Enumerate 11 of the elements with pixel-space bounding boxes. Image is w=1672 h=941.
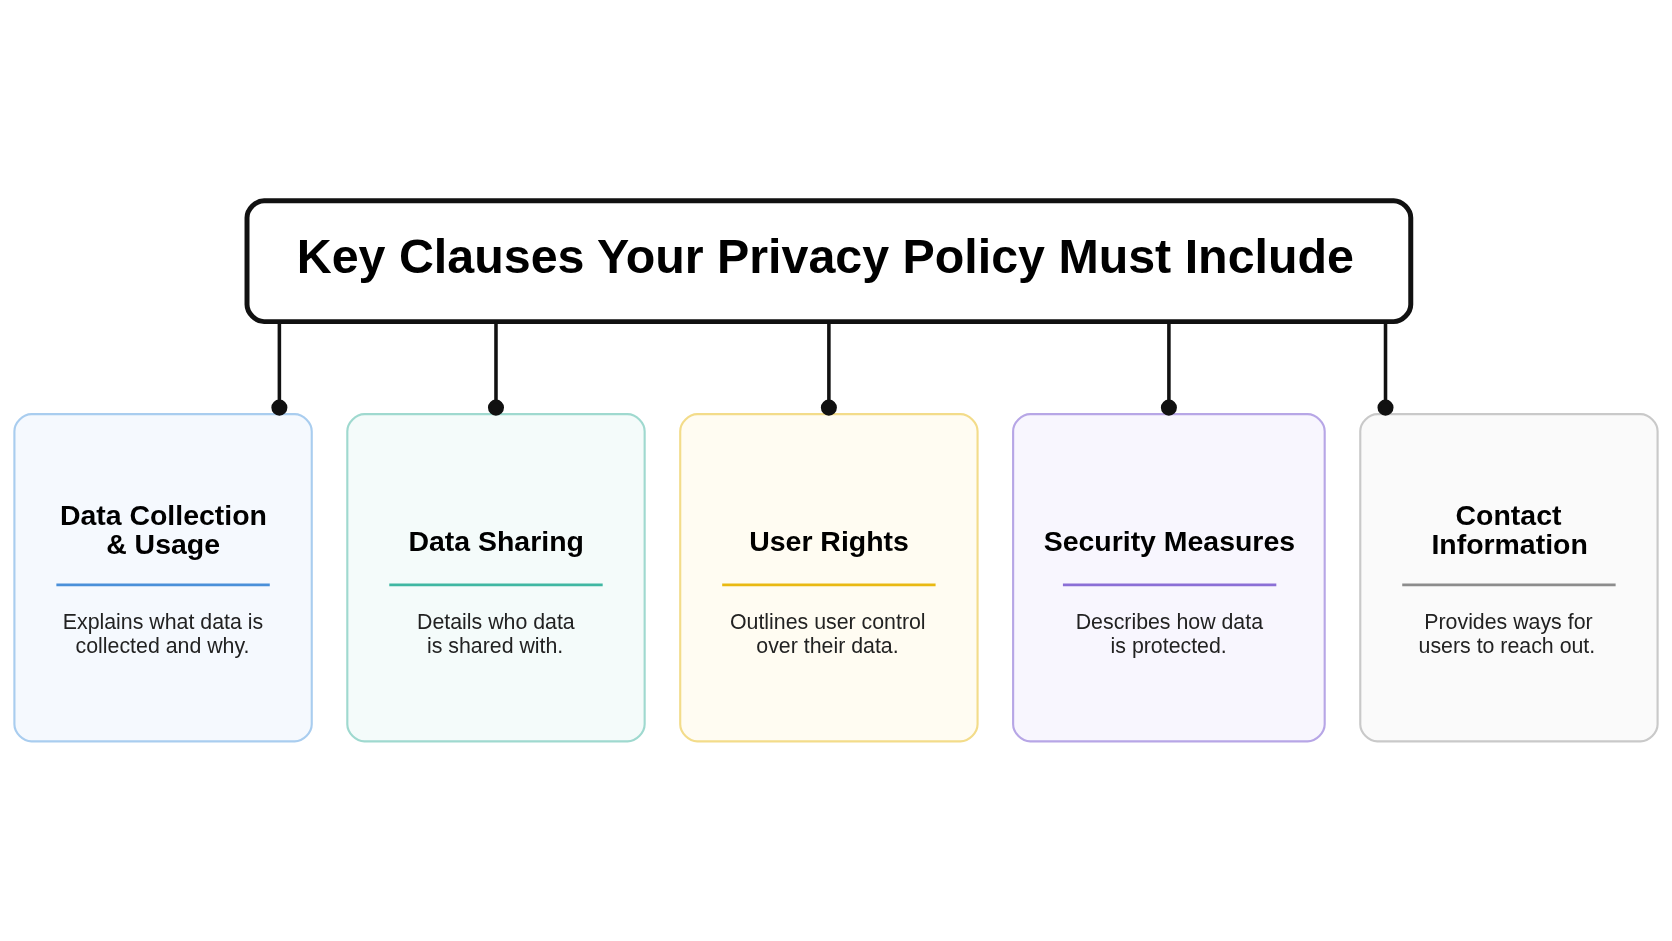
- connector: [1377, 321, 1394, 416]
- node-box: Data Collection & Usage Explains what data is collected and why.: [13, 412, 313, 742]
- node-box: Key Clauses Your Privacy Policy Must Include: [244, 197, 1414, 324]
- connector: [487, 321, 504, 416]
- connector: [1160, 321, 1177, 416]
- node-box: Data Sharing Details who data is shared with.: [346, 412, 646, 742]
- connector: [820, 321, 837, 416]
- node-box: Security Measures Describes how data is protected.: [1012, 412, 1326, 742]
- connector: [271, 321, 288, 416]
- node-box: Contact Information Provides ways for users to reach out.: [1359, 412, 1659, 742]
- node-box: User Rights Outlines user control over their data.: [679, 412, 979, 742]
